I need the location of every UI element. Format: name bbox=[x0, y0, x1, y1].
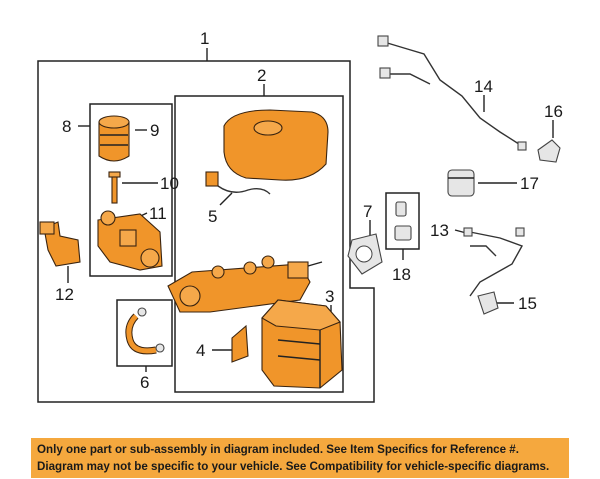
assembly-frame-6 bbox=[116, 299, 173, 367]
assembly-frame-18 bbox=[385, 192, 420, 250]
callout-12: 12 bbox=[55, 285, 74, 304]
gasket-part bbox=[347, 233, 383, 275]
parts-diagram: 1 2 8 9 10 11 12 6 4 5 3 7 18 14 16 17 1… bbox=[37, 29, 563, 403]
sensor-part-16 bbox=[537, 139, 561, 163]
disclaimer-line-1: Only one part or sub-assembly in diagram… bbox=[37, 443, 519, 456]
callout-14: 14 bbox=[474, 77, 493, 96]
callout-10: 10 bbox=[160, 174, 179, 193]
callout-4: 4 bbox=[196, 341, 205, 360]
bracket-part-12 bbox=[39, 221, 81, 267]
callout-15: 15 bbox=[518, 294, 537, 313]
callout-11: 11 bbox=[149, 204, 167, 223]
callout-1: 1 bbox=[200, 29, 209, 48]
disclaimer-banner: Only one part or sub-assembly in diagram… bbox=[31, 438, 569, 478]
reservoir-tank-part bbox=[205, 109, 329, 195]
callout-9: 9 bbox=[150, 121, 159, 140]
bracket-part-4 bbox=[231, 324, 249, 363]
wire-harness-part-13 bbox=[463, 227, 525, 297]
callout-3: 3 bbox=[325, 287, 334, 306]
callout-18: 18 bbox=[392, 265, 411, 284]
assembly-frame-8 bbox=[89, 103, 173, 277]
callout-6: 6 bbox=[140, 373, 149, 392]
callout-2: 2 bbox=[257, 66, 266, 85]
callout-8: 8 bbox=[62, 117, 71, 136]
disclaimer-line-2: Diagram may not be specific to your vehi… bbox=[37, 460, 550, 473]
callout-13: 13 bbox=[430, 221, 449, 240]
assembly-frame-1 bbox=[37, 60, 375, 403]
callout-5: 5 bbox=[208, 207, 217, 226]
master-cylinder-part bbox=[167, 255, 323, 313]
clip-part-18 bbox=[394, 201, 412, 241]
assembly-frame-2 bbox=[174, 95, 344, 393]
callout-7: 7 bbox=[363, 202, 372, 221]
sensor-part-15 bbox=[477, 291, 499, 315]
hose-part bbox=[125, 307, 165, 355]
callout-16: 16 bbox=[544, 102, 563, 121]
bolt-part bbox=[108, 171, 121, 204]
actuator-module-part bbox=[261, 299, 343, 389]
pump-motor-part bbox=[97, 210, 163, 271]
callout-17: 17 bbox=[520, 174, 539, 193]
wire-harness-part-14 bbox=[377, 35, 527, 151]
filter-housing-part bbox=[98, 115, 130, 162]
relay-part-17 bbox=[447, 169, 475, 197]
